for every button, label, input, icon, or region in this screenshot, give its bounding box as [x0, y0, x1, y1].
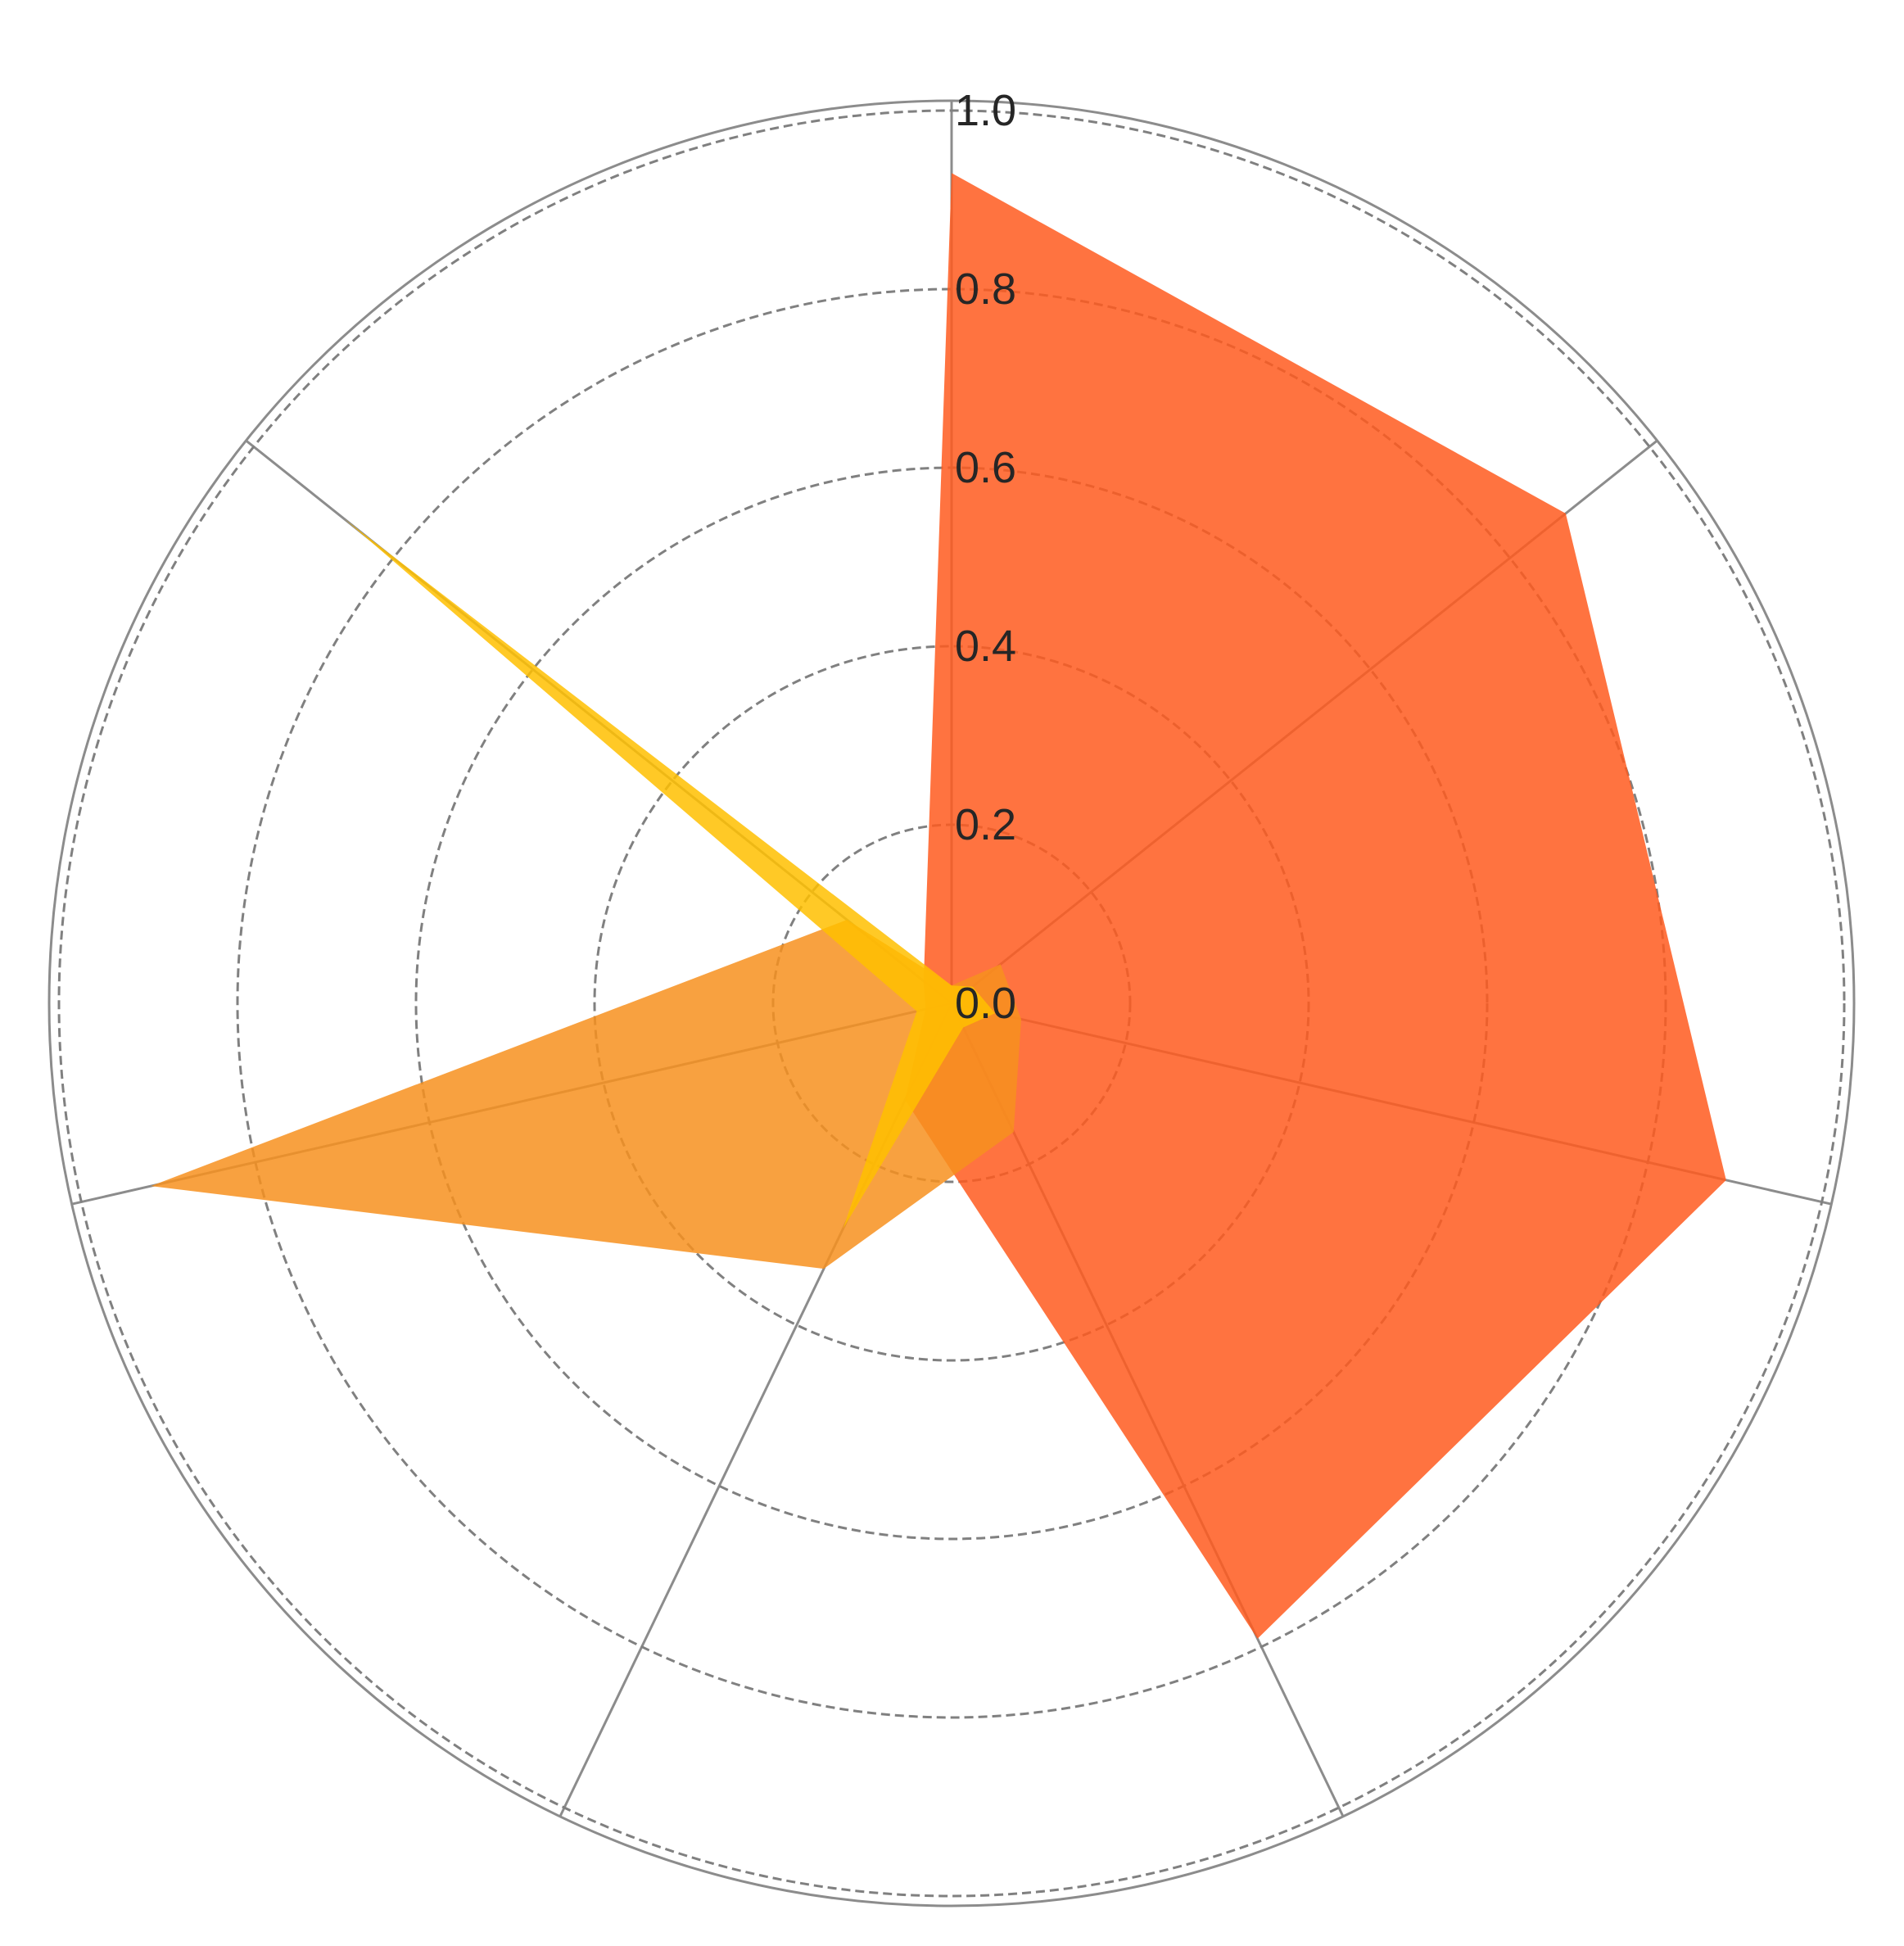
r-tick-label: 0.6 — [955, 443, 1016, 492]
r-tick-label: 1.0 — [955, 86, 1016, 135]
series-area-1 — [905, 173, 1726, 1639]
r-tick-label: 0.8 — [955, 265, 1016, 314]
r-tick-label: 0.2 — [955, 800, 1016, 849]
r-tick-label: 0.4 — [955, 622, 1016, 671]
r-tick-label: 0.0 — [955, 979, 1016, 1028]
series-area-2 — [151, 920, 1021, 1269]
grid-ring — [57, 109, 1846, 1898]
